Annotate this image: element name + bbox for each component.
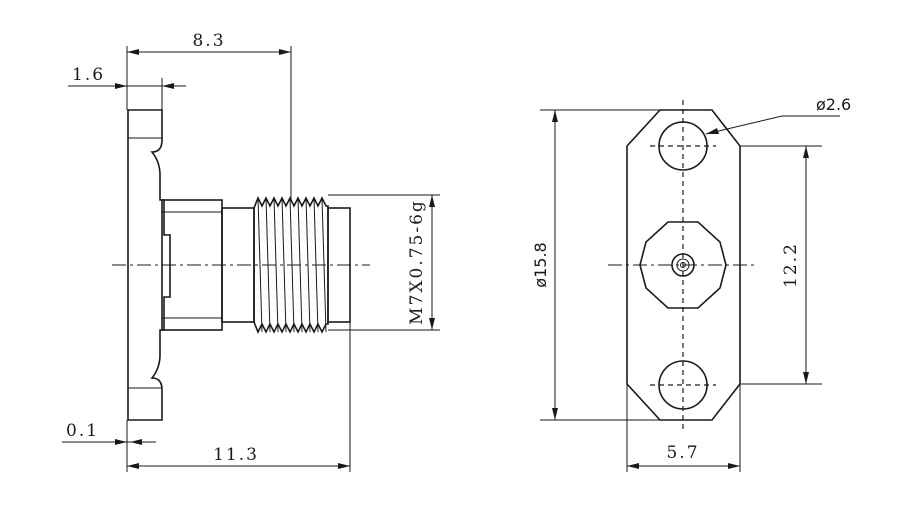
dim-hole-spacing: 12.2 xyxy=(781,242,801,288)
dim-flange-thickness: 1.6 xyxy=(72,65,105,85)
dim-total-length: 11.3 xyxy=(213,445,259,465)
side-view: 8.3 1.6 0.1 11.3 M7X0.75-6g xyxy=(62,31,440,472)
dim-offset: 0.1 xyxy=(66,421,99,441)
thread-body xyxy=(253,196,329,334)
flange-outline xyxy=(626,109,741,421)
dim-hole-diameter: ø2.6 xyxy=(816,95,851,114)
leader-hole-diameter xyxy=(705,115,840,135)
flange-plate xyxy=(127,109,171,421)
dim-top-length: 8.3 xyxy=(192,31,225,51)
dim-flange-length: ø15.8 xyxy=(531,242,550,287)
dim-thread-spec: M7X0.75-6g xyxy=(407,199,427,325)
front-view: ø15.8 12.2 5.7 ø2.6 xyxy=(531,95,851,472)
center-boss xyxy=(639,221,727,309)
dim-flange-width: 5.7 xyxy=(666,443,699,463)
